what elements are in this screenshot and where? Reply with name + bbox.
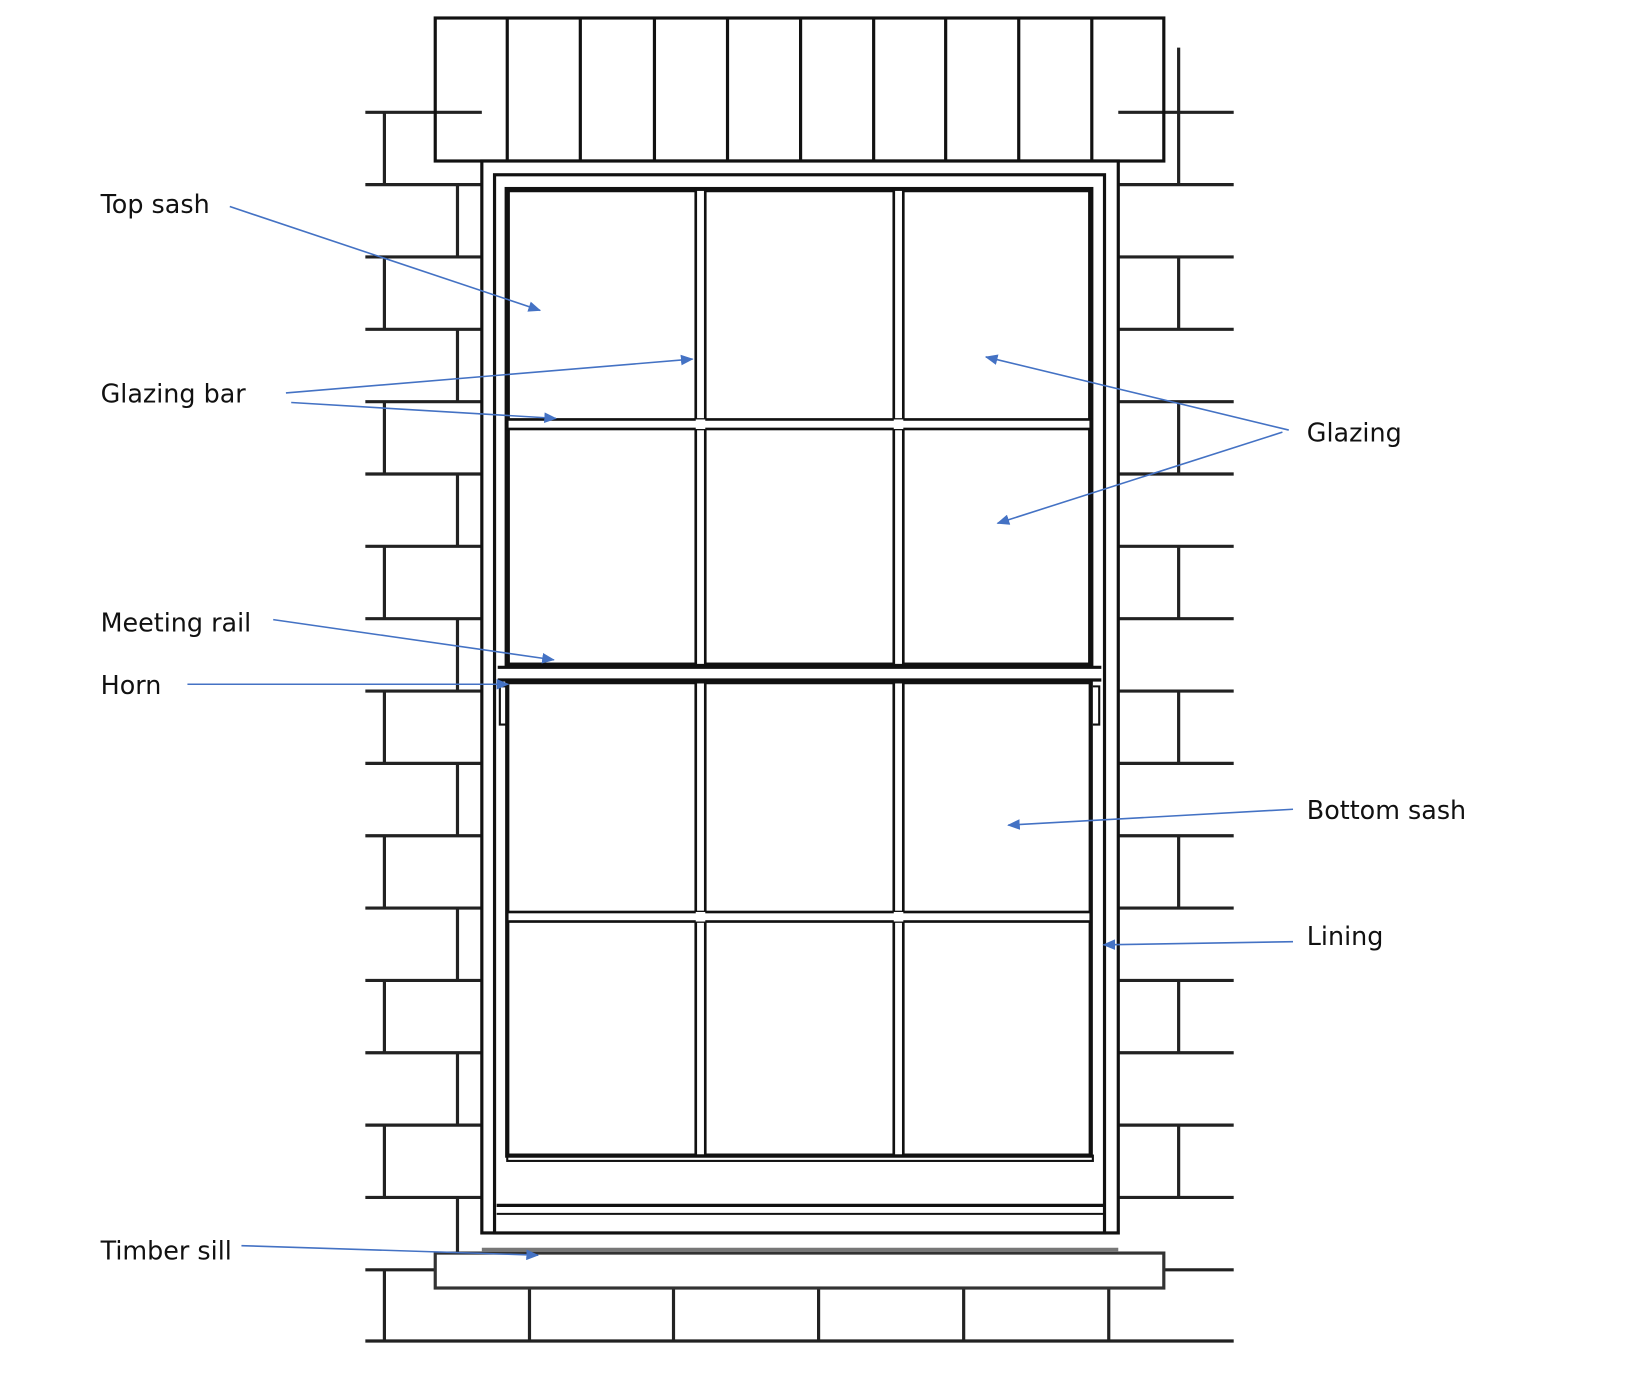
top-sash xyxy=(504,186,1094,668)
label-meeting-rail: Meeting rail xyxy=(101,607,252,637)
label-horn: Horn xyxy=(101,670,162,700)
label-timber-sill: Timber sill xyxy=(100,1235,232,1265)
window-frame xyxy=(480,159,1120,1235)
lining xyxy=(492,173,1107,1235)
brick-wall xyxy=(365,47,1234,1343)
bottom-sash xyxy=(496,680,1104,1215)
label-glazing-bar: Glazing bar xyxy=(101,379,247,409)
label-bottom-sash: Bottom sash xyxy=(1307,795,1466,825)
annotation-arrows xyxy=(187,205,1294,1261)
label-lining: Lining xyxy=(1307,921,1384,951)
label-glazing: Glazing xyxy=(1307,418,1402,448)
lintel xyxy=(433,16,1166,163)
timber-sill xyxy=(433,1247,1166,1290)
labels: Top sash Glazing bar Meeting rail Horn T… xyxy=(100,189,1467,1266)
label-top-sash: Top sash xyxy=(100,189,210,219)
